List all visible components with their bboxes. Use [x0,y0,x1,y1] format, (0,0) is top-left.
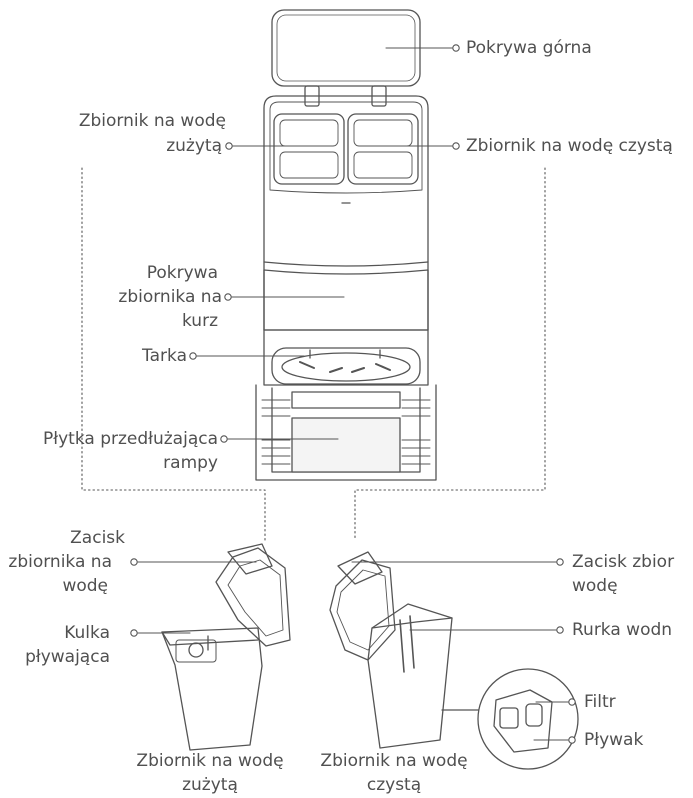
label-floater: Pływak [584,730,644,750]
clean-tank-shape [329,551,453,749]
label-dust-cover-line1: Pokrywa [146,263,218,283]
label-dirty-tank-line1: Zbiornik na wodę [78,111,226,131]
ramp-ribs [261,399,431,465]
label-bottom-dirty-line1: Zbiornik na wodę [136,751,284,771]
label-dust-cover-line2: zbiornika na [118,287,222,307]
dotted-bracket [81,167,546,541]
dirty-tank-shape [161,543,291,751]
label-dust-cover-line3: kurz [181,311,218,331]
leader-lines [130,44,576,744]
dust-cover-shape [263,261,429,331]
label-float-ball-line2: pływająca [25,647,110,667]
scraper-shape [263,329,429,386]
label-clip-right-line2: wodę [572,576,618,596]
label-bottom-clean-line1: Zbiornik na wodę [320,751,468,771]
label-clean-tank-top: Zbiornik na wodę czystą [466,136,673,156]
label-dirty-tank-line2: zużytą [166,136,222,156]
label-clip-left-line3: wodę [62,576,108,596]
upper-body-shape [263,95,429,331]
label-clip-right-line1: Zacisk zbior [572,552,675,572]
label-clip-left-line1: Zacisk [70,528,125,548]
label-scraper: Tarka [142,346,187,366]
label-water-pipe: Rurka wodn [572,620,673,640]
dirty-tank-top-shape [273,113,345,185]
clean-tank-top-shape [347,113,419,185]
ramp-shape [255,384,437,481]
label-filter: Filtr [584,692,616,712]
label-bottom-dirty-line2: zużytą [182,775,238,795]
label-float-ball-line1: Kulka [64,623,110,643]
label-ramp-line2: rampy [163,453,218,473]
label-top-cover: Pokrywa górna [466,38,592,58]
filter-detail-shape [441,668,579,770]
label-bottom-clean-line2: czystą [366,775,422,795]
label-clip-left-line2: zbiornika na [8,552,112,572]
label-ramp-line1: Płytka przedłużająca [43,429,218,449]
